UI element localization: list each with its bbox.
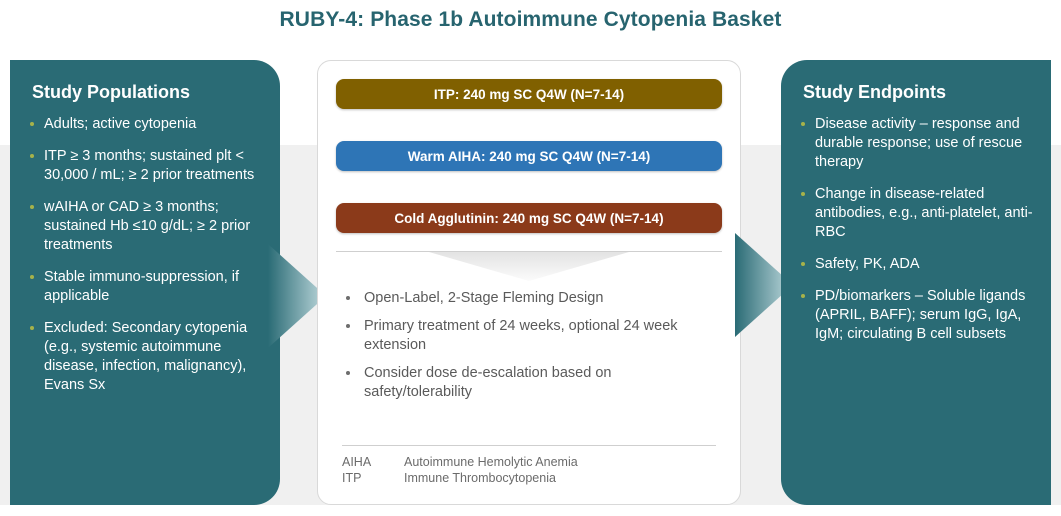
list-item-label: PD/biomarkers – Soluble ligands (APRIL, … [815, 288, 1026, 342]
treatment-arm-itp: ITP: 240 mg SC Q4W (N=7-14) [336, 79, 722, 109]
bullet-icon [30, 326, 34, 330]
bullet-icon [30, 122, 34, 126]
list-item-label: Disease activity – response and durable … [815, 116, 1023, 170]
list-item-label: Safety, PK, ADA [815, 256, 920, 272]
legend-abbr: AIHA [342, 455, 372, 469]
list-item: Adults; active cytopenia [28, 115, 262, 134]
bullet-icon [801, 294, 805, 298]
study-endpoints-list: Disease activity – response and durable … [799, 115, 1033, 344]
treatment-arm-waiha: Warm AIHA: 240 mg SC Q4W (N=7-14) [336, 141, 722, 171]
list-item-label: Primary treatment of 24 weeks, optional … [364, 318, 678, 353]
list-item-label: Open-Label, 2-Stage Fleming Design [364, 290, 604, 306]
list-item-label: Change in disease-related antibodies, e.… [815, 186, 1033, 240]
bullet-icon [801, 122, 805, 126]
bullet-icon [801, 192, 805, 196]
list-item: Stable immuno-suppression, if applicable [28, 268, 262, 306]
list-item: Disease activity – response and durable … [799, 115, 1033, 172]
study-endpoints-title: Study Endpoints [803, 82, 946, 102]
list-item-label: Stable immuno-suppression, if applicable [44, 269, 240, 304]
list-item: Change in disease-related antibodies, e.… [799, 185, 1033, 242]
bullet-icon [801, 262, 805, 266]
legend-definition: Immune Thrombocytopenia [404, 471, 556, 485]
list-item: Excluded: Secondary cytopenia (e.g., sys… [28, 319, 262, 395]
arrow-down-icon [429, 252, 629, 281]
legend-definition: Autoimmune Hemolytic Anemia [404, 455, 578, 469]
list-item: wAIHA or CAD ≥ 3 months; sustained Hb ≤1… [28, 198, 262, 255]
list-item-label: Excluded: Secondary cytopenia (e.g., sys… [44, 320, 248, 393]
study-design-card: ITP: 240 mg SC Q4W (N=7-14) Warm AIHA: 2… [317, 60, 741, 505]
page-title: RUBY-4: Phase 1b Autoimmune Cytopenia Ba… [279, 8, 782, 31]
treatment-arm-label: Warm AIHA: 240 mg SC Q4W (N=7-14) [407, 148, 651, 164]
list-item-label: Consider dose de-escalation based on saf… [364, 365, 612, 400]
bullet-icon [30, 205, 34, 209]
list-item: Primary treatment of 24 weeks, optional … [342, 317, 722, 355]
bullet-icon [346, 371, 350, 375]
abbreviation-legend: AIHA Autoimmune Hemolytic Anemia ITP Imm… [342, 445, 716, 486]
section-divider [336, 251, 722, 285]
arrow-right-icon [735, 233, 793, 337]
study-populations-title: Study Populations [32, 82, 191, 102]
list-item: Consider dose de-escalation based on saf… [342, 364, 722, 402]
treatment-arm-cad: Cold Agglutinin: 240 mg SC Q4W (N=7-14) [336, 203, 722, 233]
list-item: PD/biomarkers – Soluble ligands (APRIL, … [799, 287, 1033, 344]
list-item: Safety, PK, ADA [799, 255, 1033, 274]
study-populations-list: Adults; active cytopenia ITP ≥ 3 months;… [28, 115, 262, 395]
legend-row: AIHA Autoimmune Hemolytic Anemia [342, 454, 716, 470]
arrow-right-icon [268, 244, 326, 348]
list-item: Open-Label, 2-Stage Fleming Design [342, 289, 722, 308]
bullet-icon [30, 275, 34, 279]
list-item: ITP ≥ 3 months; sustained plt < 30,000 /… [28, 147, 262, 185]
legend-abbr: ITP [342, 471, 362, 485]
treatment-arm-label: ITP: 240 mg SC Q4W (N=7-14) [433, 86, 625, 102]
bullet-icon [346, 324, 350, 328]
divider-line [336, 251, 722, 252]
legend-divider [342, 445, 716, 446]
list-item-label: wAIHA or CAD ≥ 3 months; sustained Hb ≤1… [44, 199, 251, 253]
list-item-label: Adults; active cytopenia [44, 116, 197, 132]
study-design-list: Open-Label, 2-Stage Fleming Design Prima… [342, 289, 722, 402]
study-populations-panel: Study Populations Adults; active cytopen… [10, 60, 280, 505]
study-endpoints-panel: Study Endpoints Disease activity – respo… [781, 60, 1051, 505]
bullet-icon [30, 154, 34, 158]
legend-row: ITP Immune Thrombocytopenia [342, 470, 716, 486]
list-item-label: ITP ≥ 3 months; sustained plt < 30,000 /… [44, 148, 255, 183]
treatment-arm-label: Cold Agglutinin: 240 mg SC Q4W (N=7-14) [394, 210, 664, 226]
bullet-icon [346, 296, 350, 300]
